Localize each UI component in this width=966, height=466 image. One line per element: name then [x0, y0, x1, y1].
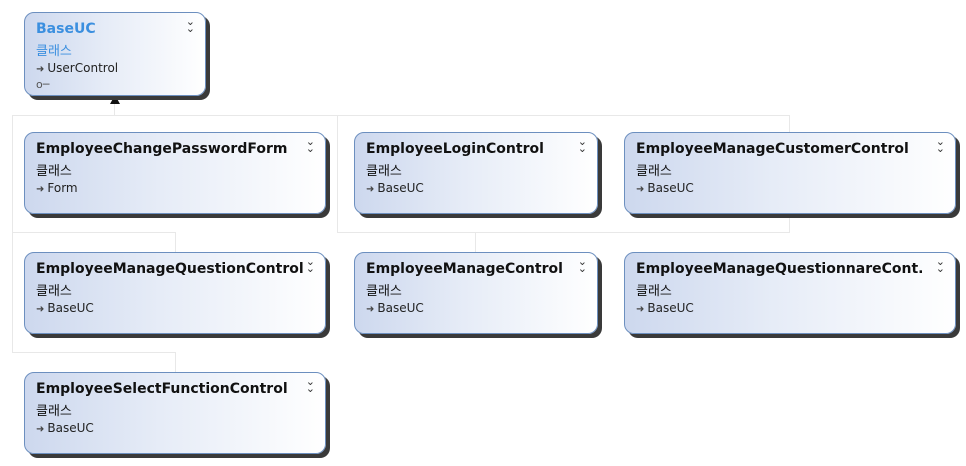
class-name: EmployeeChangePasswordForm [36, 141, 288, 157]
class-name: BaseUC [36, 21, 96, 37]
class-box[interactable]: EmployeeManageQuestionControl 클래스 ➜BaseU… [24, 252, 326, 334]
class-box[interactable]: EmployeeManageControl 클래스 ➜BaseUC ⌄⌄ [354, 252, 598, 334]
collapse-chevron-icon[interactable]: ⌄⌄ [935, 135, 945, 155]
connector-line [175, 352, 176, 374]
connector-line [12, 115, 790, 116]
connector-line [475, 232, 476, 254]
base-class-name: UserControl [47, 61, 119, 75]
inherits-arrow-icon: ➜ [36, 304, 45, 315]
class-box[interactable]: EmployeeManageCustomerControl 클래스 ➜BaseU… [624, 132, 956, 214]
connector-line [175, 232, 176, 254]
inherits-arrow-icon: ➜ [366, 184, 375, 195]
class-kind: 클래스 [366, 164, 402, 179]
class-box[interactable]: EmployeeManageQuestionnareCont... 클래스 ➜B… [624, 252, 956, 334]
base-class-name: BaseUC [647, 181, 694, 195]
base-class: ➜BaseUC [366, 301, 424, 315]
base-class: ➜BaseUC [366, 181, 424, 195]
class-name: EmployeeSelectFunctionControl [36, 381, 288, 397]
interface-lollipop-icon: o─ [36, 78, 50, 91]
base-class: ➜BaseUC [36, 301, 94, 315]
connector-line [12, 232, 175, 233]
collapse-chevron-icon[interactable]: ⌄⌄ [305, 255, 315, 275]
inherits-arrow-icon: ➜ [36, 184, 45, 195]
class-kind: 클래스 [36, 44, 72, 59]
class-kind: 클래스 [366, 284, 402, 299]
connector-line [114, 104, 115, 116]
class-box-baseuc[interactable]: BaseUC 클래스 ➜UserControl o─ ⌄⌄ [24, 12, 206, 96]
collapse-chevron-icon[interactable]: ⌄⌄ [935, 255, 945, 275]
class-kind: 클래스 [36, 404, 72, 419]
base-class-name: BaseUC [377, 301, 424, 315]
base-class: ➜BaseUC [636, 301, 694, 315]
class-name: EmployeeManageQuestionnareCont... [636, 261, 923, 277]
class-box[interactable]: EmployeeSelectFunctionControl 클래스 ➜BaseU… [24, 372, 326, 454]
connector-line [12, 352, 175, 353]
base-class-name: BaseUC [377, 181, 424, 195]
collapse-chevron-icon[interactable]: ⌄⌄ [305, 375, 315, 395]
class-kind: 클래스 [636, 164, 672, 179]
class-kind: 클래스 [636, 284, 672, 299]
inherits-arrow-icon: ➜ [636, 304, 645, 315]
connector-line [337, 115, 338, 233]
base-class: ➜UserControl [36, 61, 118, 75]
class-name: EmployeeManageQuestionControl [36, 261, 304, 277]
connector-line [12, 115, 13, 353]
class-name: EmployeeManageControl [366, 261, 563, 277]
class-name: EmployeeManageCustomerControl [636, 141, 909, 157]
connector-line [337, 232, 790, 233]
inherits-arrow-icon: ➜ [36, 424, 45, 435]
class-kind: 클래스 [36, 164, 72, 179]
inherits-arrow-icon: ➜ [636, 184, 645, 195]
class-box[interactable]: EmployeeLoginControl 클래스 ➜BaseUC ⌄⌄ [354, 132, 598, 214]
collapse-chevron-icon[interactable]: ⌄⌄ [185, 15, 195, 35]
base-class: ➜BaseUC [636, 181, 694, 195]
inherits-arrow-icon: ➜ [36, 64, 45, 75]
collapse-chevron-icon[interactable]: ⌄⌄ [305, 135, 315, 155]
base-class-name: Form [47, 181, 78, 195]
base-class-name: BaseUC [47, 421, 94, 435]
base-class: ➜Form [36, 181, 78, 195]
base-class: ➜BaseUC [36, 421, 94, 435]
inherits-arrow-icon: ➜ [366, 304, 375, 315]
class-box[interactable]: EmployeeChangePasswordForm 클래스 ➜Form ⌄⌄ [24, 132, 326, 214]
inheritance-arrow-icon [110, 95, 120, 104]
collapse-chevron-icon[interactable]: ⌄⌄ [577, 135, 587, 155]
base-class-name: BaseUC [647, 301, 694, 315]
base-class-name: BaseUC [47, 301, 94, 315]
class-kind: 클래스 [36, 284, 72, 299]
class-name: EmployeeLoginControl [366, 141, 544, 157]
collapse-chevron-icon[interactable]: ⌄⌄ [577, 255, 587, 275]
